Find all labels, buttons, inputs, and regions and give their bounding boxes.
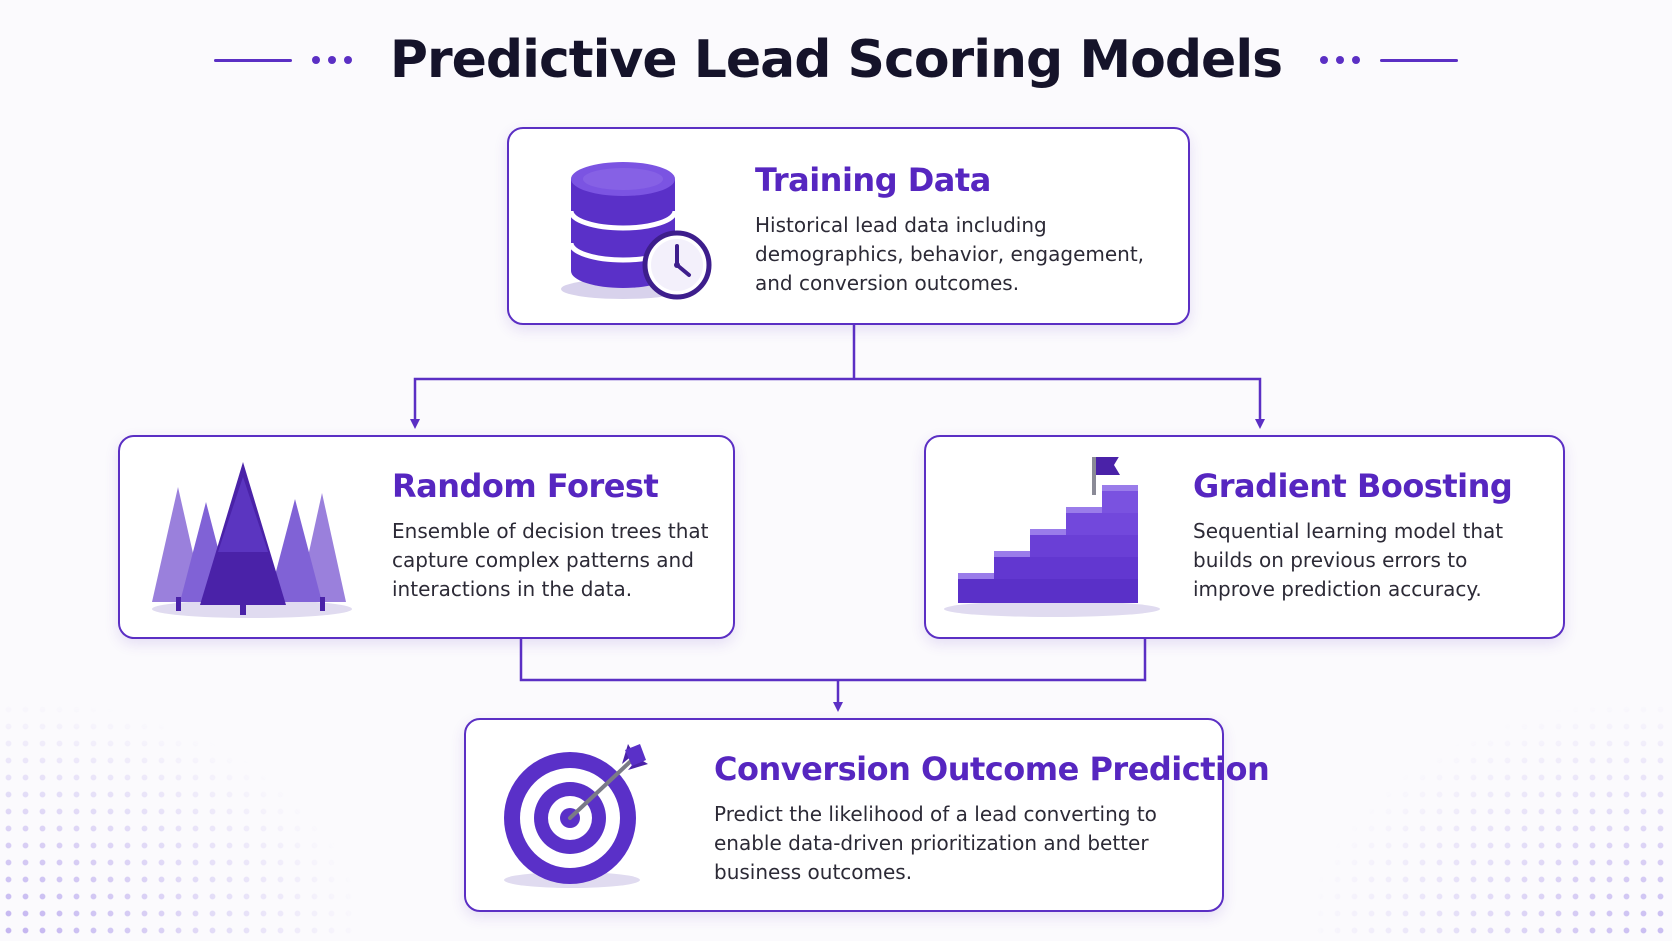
node-heading: Conversion Outcome Prediction: [714, 750, 1270, 788]
title-row: Predictive Lead Scoring Models: [0, 22, 1672, 98]
connector-boost-to-prediction: [838, 639, 1147, 682]
decoration-dots: [1320, 56, 1361, 64]
node-text: Gradient Boosting Sequential learning mo…: [1193, 467, 1548, 604]
diagram-title: Predictive Lead Scoring Models: [389, 30, 1283, 90]
database-clock-icon: [551, 153, 716, 307]
node-heading: Training Data: [755, 161, 991, 199]
node-conversion-prediction: Conversion Outcome Prediction Predict th…: [464, 718, 1270, 912]
node-heading: Gradient Boosting: [1193, 467, 1513, 505]
node-description: Sequential learning model that builds on…: [1193, 519, 1504, 601]
node-heading: Random Forest: [392, 467, 659, 505]
node-training-data: Training Data Historical lead data inclu…: [507, 127, 1190, 325]
connector-training-to-forest: [410, 377, 854, 429]
target-arrow-icon: [494, 740, 664, 894]
staircase-flag-icon: [934, 453, 1164, 626]
title-decoration-left: [213, 56, 352, 64]
node-text: Random Forest Ensemble of decision trees…: [392, 467, 717, 604]
decoration-line: [1380, 58, 1459, 62]
node-description: Historical lead data including demograph…: [755, 213, 1145, 295]
dot-pattern-bottom-right: [1312, 701, 1672, 941]
title-decoration-right: [1320, 56, 1459, 64]
forest-trees-icon: [140, 457, 365, 626]
node-random-forest: Random Forest Ensemble of decision trees…: [118, 435, 735, 639]
connector-forest-to-prediction: [519, 639, 838, 682]
decoration-dots: [311, 56, 352, 64]
node-gradient-boosting: Gradient Boosting Sequential learning mo…: [924, 435, 1565, 639]
dot-pattern-bottom-left: [0, 701, 360, 941]
node-text: Training Data Historical lead data inclu…: [755, 161, 1155, 298]
node-description: Predict the likelihood of a lead convert…: [714, 802, 1157, 884]
decoration-line: [213, 58, 292, 62]
node-description: Ensemble of decision trees that capture …: [392, 519, 709, 601]
connector-training-to-boost: [854, 377, 1265, 429]
node-text: Conversion Outcome Prediction Predict th…: [714, 750, 1270, 887]
